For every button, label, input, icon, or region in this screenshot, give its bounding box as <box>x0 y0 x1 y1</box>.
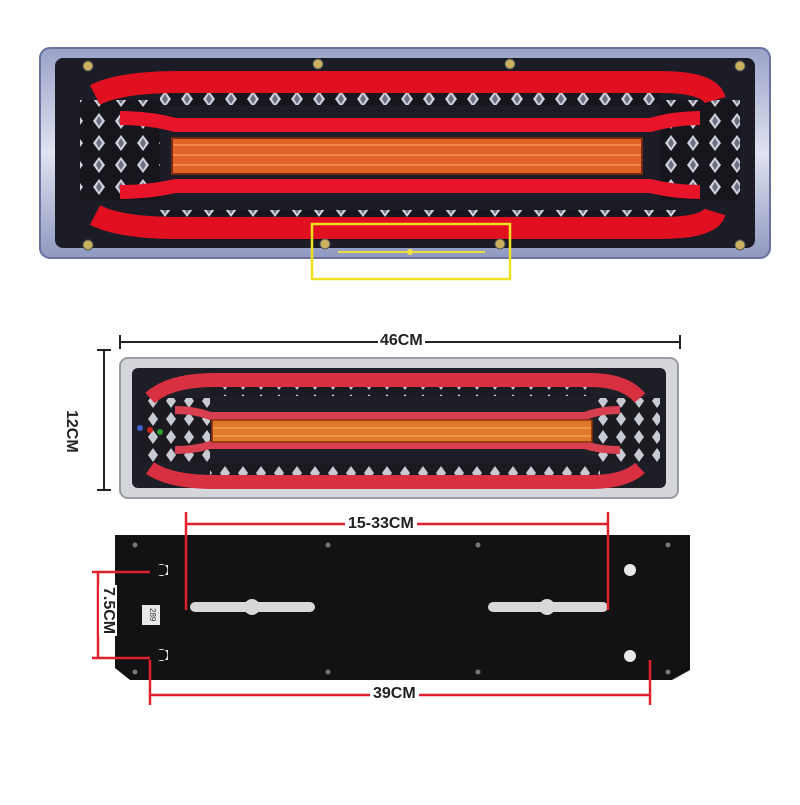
top-lamp-photo <box>0 0 800 290</box>
bracket-sticker: 289 <box>148 608 157 622</box>
dimension-lamp-section: 46CM 12CM <box>0 320 800 510</box>
bracket-length-label: 39CM <box>370 685 419 703</box>
highlight-box <box>310 222 512 281</box>
dimension-lamp-svg <box>97 335 681 499</box>
slot-spacing-label: 7.5CM <box>99 585 117 637</box>
slot-range-label: 15-33CM <box>345 515 417 533</box>
bracket-svg <box>92 512 690 705</box>
overall-height-label: 12CM <box>62 410 80 453</box>
bracket-section: 15-33CM 7.5CM 39CM 289 <box>0 510 800 800</box>
top-lamp-svg <box>39 47 771 281</box>
overall-width-label: 46CM <box>378 332 425 350</box>
